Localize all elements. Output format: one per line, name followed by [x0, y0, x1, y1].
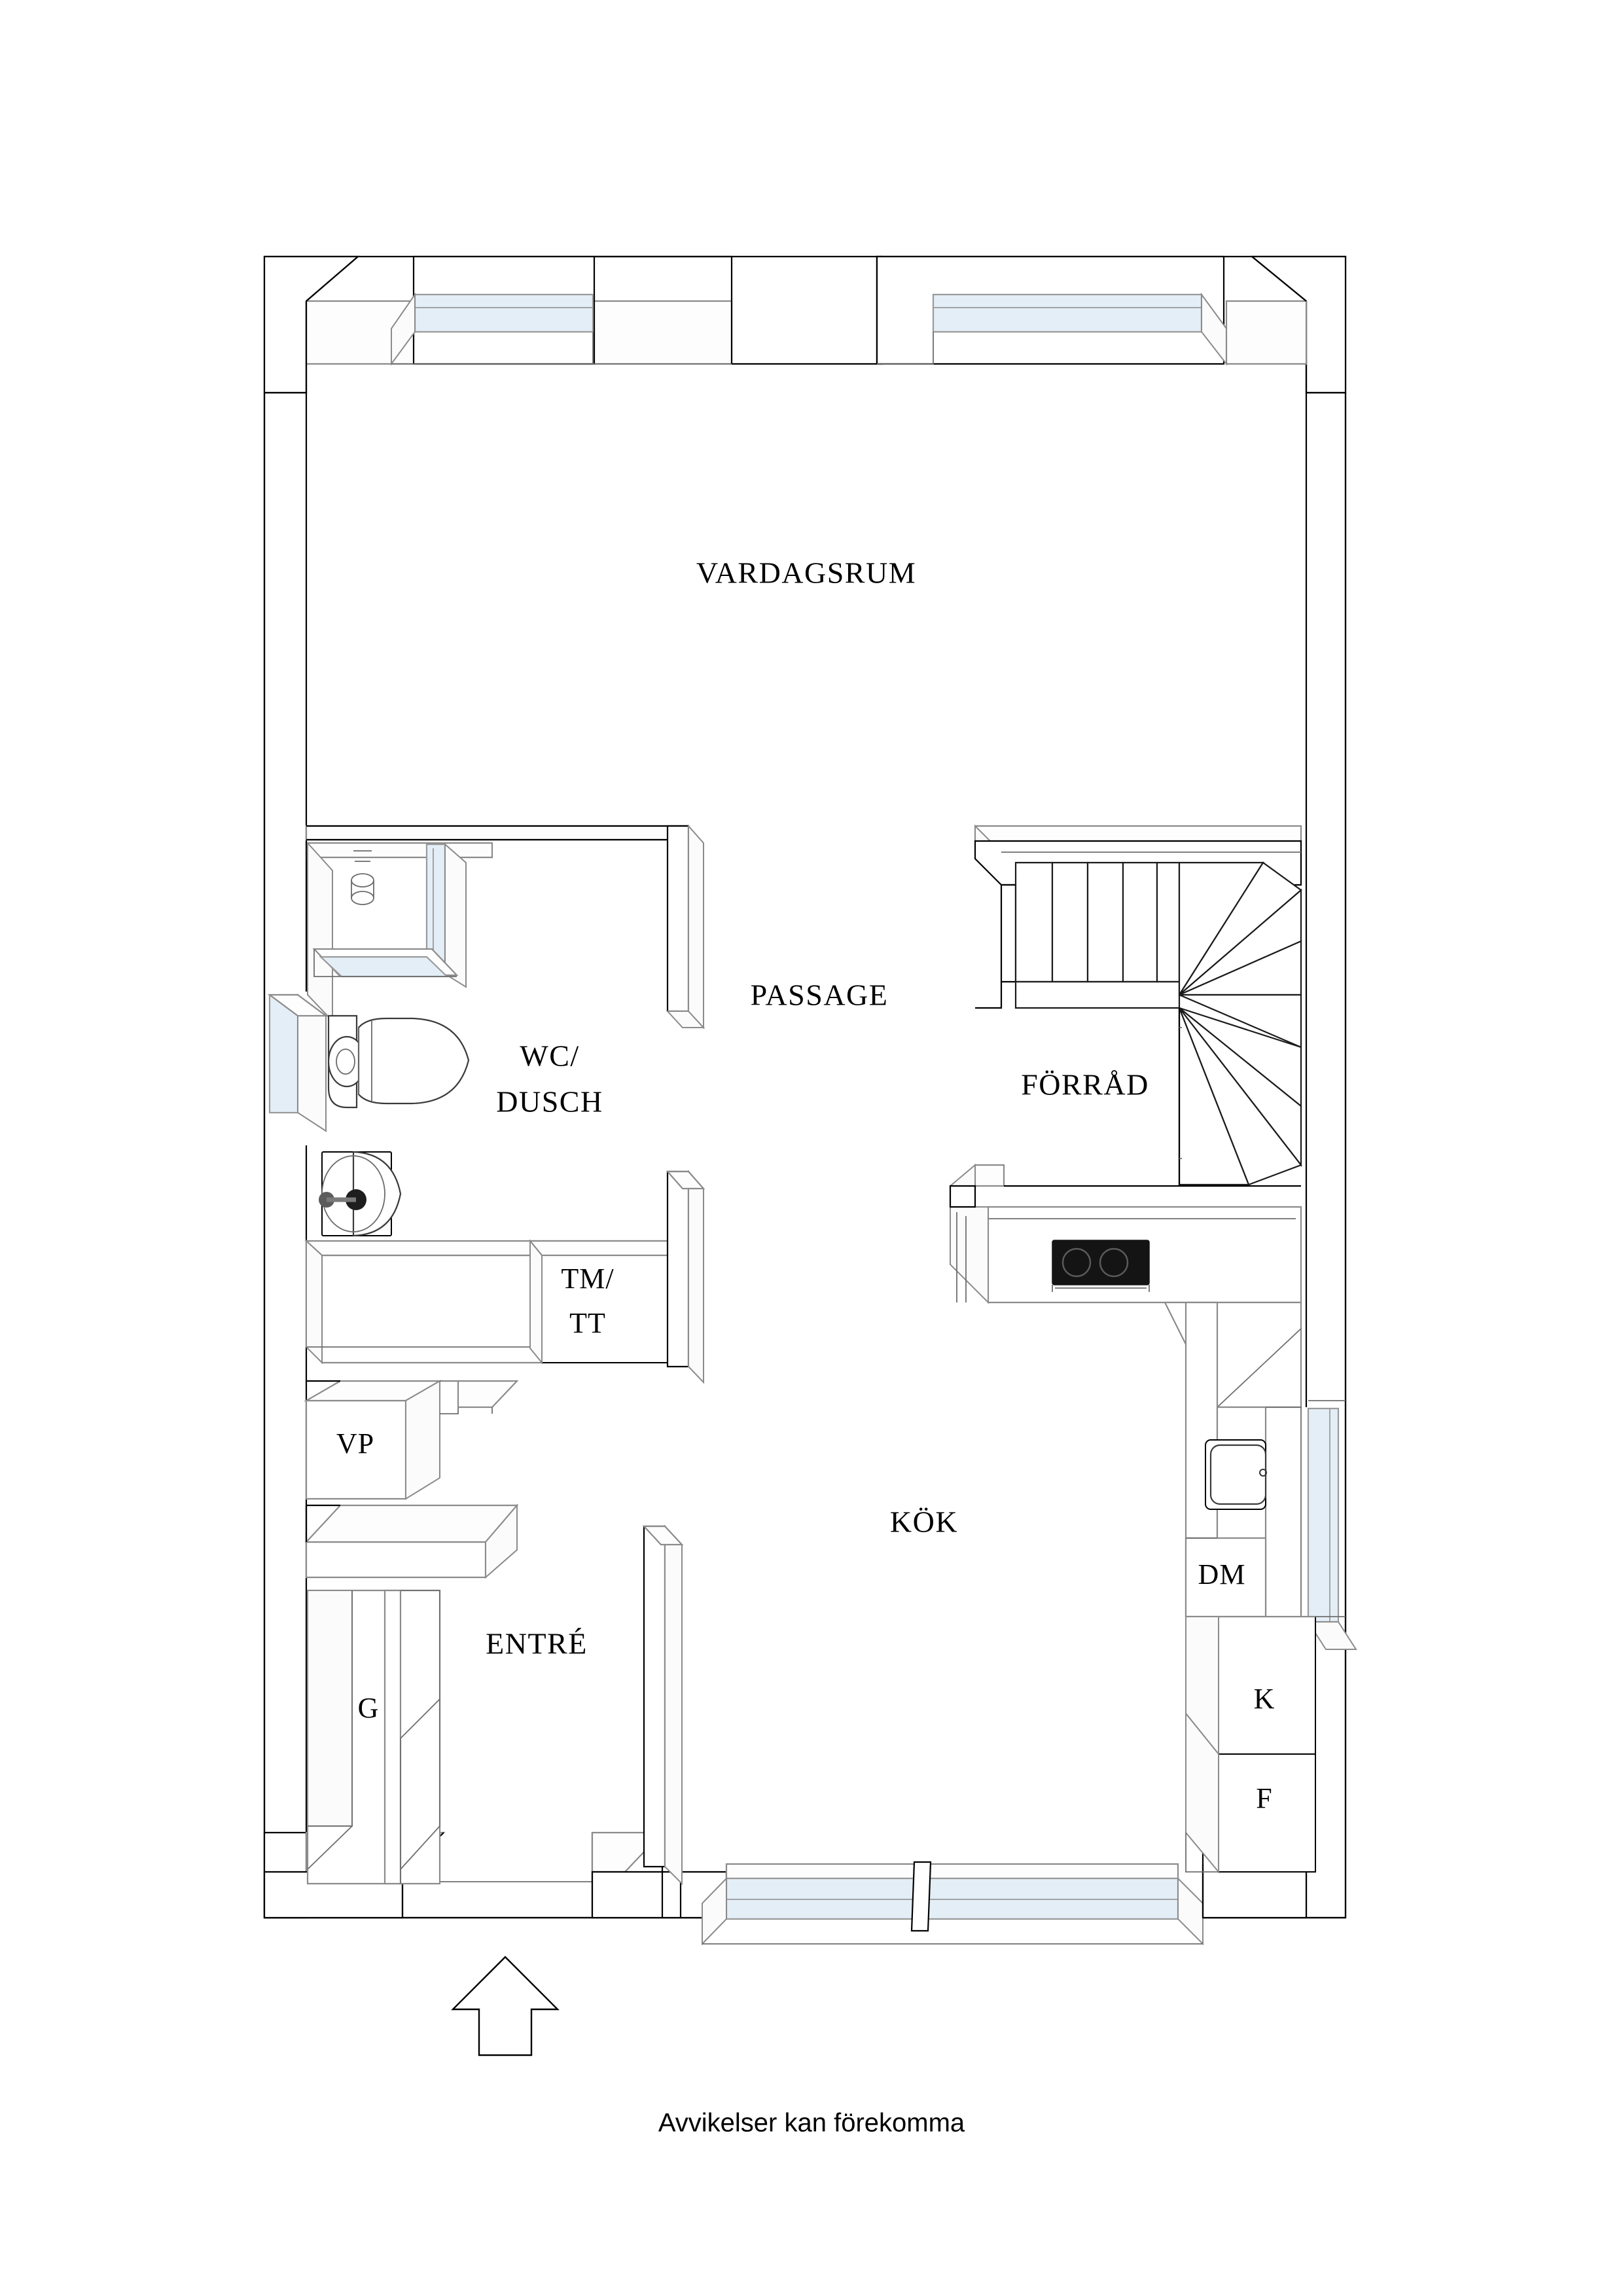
winder-treads	[1178, 861, 1302, 1186]
fixture-label-g: G	[358, 1692, 380, 1724]
fixture-label-k: K	[1254, 1683, 1275, 1715]
living-room-divider-wall	[305, 824, 705, 1030]
shower-head-icon	[351, 850, 374, 905]
entry-direction-arrow	[451, 1956, 560, 2056]
room-label-passage: PASSAGE	[751, 978, 889, 1012]
wc-dusch-room	[267, 841, 705, 1384]
kitchen-sink	[1205, 1439, 1267, 1510]
fixture-labels: TM/ TT VP G DM K F	[336, 1263, 1275, 1814]
washbasin-fixture	[319, 1151, 402, 1237]
room-label-forrad: FÖRRÅD	[1021, 1068, 1149, 1102]
room-labels: VARDAGSRUM PASSAGE WC/ DUSCH FÖRRÅD KÖK …	[486, 556, 1149, 1660]
wardrobe-unit	[306, 1589, 441, 1885]
heat-pump-unit	[303, 1380, 519, 1500]
fixture-label-dm: DM	[1198, 1558, 1246, 1590]
entry-bench	[304, 1503, 519, 1579]
staircase	[950, 824, 1302, 1209]
kitchen-left-wall-stub	[949, 1185, 976, 1208]
shower-screen	[425, 842, 467, 988]
fixture-label-vp: VP	[336, 1427, 374, 1460]
disclaimer-caption: Avvikelser kan förekomma	[658, 2109, 965, 2138]
stove-hob	[1052, 1240, 1150, 1292]
room-label-wc-line1: WC/	[520, 1039, 579, 1073]
room-label-kok: KÖK	[890, 1505, 958, 1539]
kitchen-counters	[950, 1206, 1346, 1874]
room-label-wc-line2: DUSCH	[496, 1085, 603, 1119]
toilet-fixture	[327, 1014, 470, 1109]
fixture-label-f: F	[1256, 1782, 1272, 1814]
shower-base	[312, 948, 459, 978]
fixture-label-tt: TT	[569, 1307, 606, 1339]
room-label-entre: ENTRÉ	[486, 1627, 588, 1660]
wc-right-wall-lower	[666, 1170, 705, 1384]
top-wall	[263, 255, 1347, 394]
laundry-counter	[304, 1239, 690, 1365]
room-label-vardagsrum: VARDAGSRUM	[696, 556, 916, 590]
faucet-icon	[319, 1189, 366, 1210]
wc-door	[267, 994, 329, 1132]
right-exterior-wall	[1305, 393, 1357, 1918]
fixture-label-tm: TM/	[561, 1263, 614, 1295]
passage-kitchen-wall	[642, 1524, 684, 1886]
